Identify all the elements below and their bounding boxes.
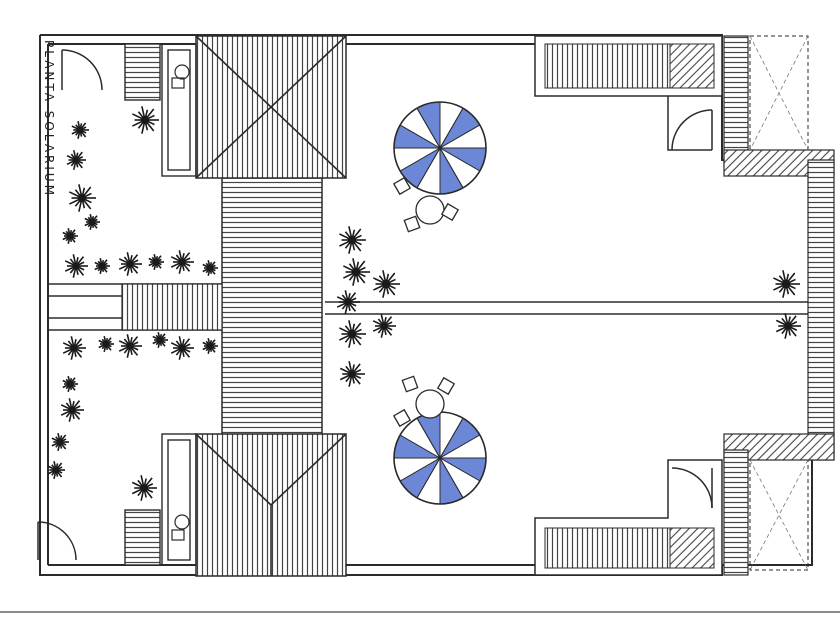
plant-icon	[373, 270, 400, 298]
umbrella-rim	[393, 101, 487, 195]
left-bottom-room	[124, 433, 197, 566]
plant-icon	[152, 332, 168, 348]
plant-icon	[62, 376, 78, 392]
table-with-chairs-bottom	[392, 375, 456, 428]
left-center-stair	[121, 283, 223, 331]
plant-icon	[343, 258, 370, 286]
plant-icon	[336, 290, 360, 314]
plant-group	[47, 106, 801, 501]
plant-icon	[339, 320, 366, 348]
plant-icon	[339, 361, 365, 387]
plant-icon	[131, 475, 157, 501]
plant-icon	[118, 334, 142, 358]
plant-icon	[98, 336, 114, 352]
hip-roof-bottom	[195, 433, 347, 577]
plant-icon	[47, 461, 65, 479]
plant-icon	[60, 398, 84, 422]
plant-icon	[773, 270, 800, 298]
right-parapets	[723, 35, 835, 576]
plant-icon	[202, 260, 218, 276]
umbrella-icon-bottom	[393, 411, 487, 505]
door-icon-top-left	[61, 49, 103, 91]
plant-icon	[66, 150, 86, 170]
plant-icon	[71, 121, 89, 139]
chair-icon-left-bottom	[171, 514, 190, 541]
door-icon-top-right	[671, 109, 713, 151]
plant-icon	[94, 258, 110, 274]
central-walkway	[221, 177, 323, 437]
plant-icon	[170, 336, 194, 360]
plant-icon	[62, 228, 78, 244]
plant-icon	[64, 254, 88, 278]
plant-icon	[202, 338, 218, 354]
plant-icon	[132, 106, 159, 134]
door-icon-bottom-left	[37, 521, 77, 561]
umbrella-icon-top	[393, 101, 487, 195]
plant-icon	[62, 336, 86, 360]
plant-icon	[148, 254, 164, 270]
plant-icon	[372, 314, 396, 338]
left-top-room	[124, 43, 197, 177]
plan-title: PLANTA SOLARIUM	[42, 40, 56, 198]
plant-icon	[69, 184, 96, 212]
chair-icon-left-top	[171, 64, 190, 89]
plant-icon	[118, 252, 142, 276]
hip-roof-top	[195, 35, 347, 179]
plant-icon	[51, 433, 69, 451]
stair-bottom-right	[534, 459, 723, 576]
table-with-chairs-top	[392, 176, 460, 233]
door-icon-bottom-right	[671, 467, 713, 509]
plant-icon	[170, 250, 194, 274]
plant-icon	[775, 313, 801, 339]
stair-top-right	[534, 35, 723, 151]
plant-icon	[339, 226, 366, 254]
plant-icon	[84, 214, 100, 230]
